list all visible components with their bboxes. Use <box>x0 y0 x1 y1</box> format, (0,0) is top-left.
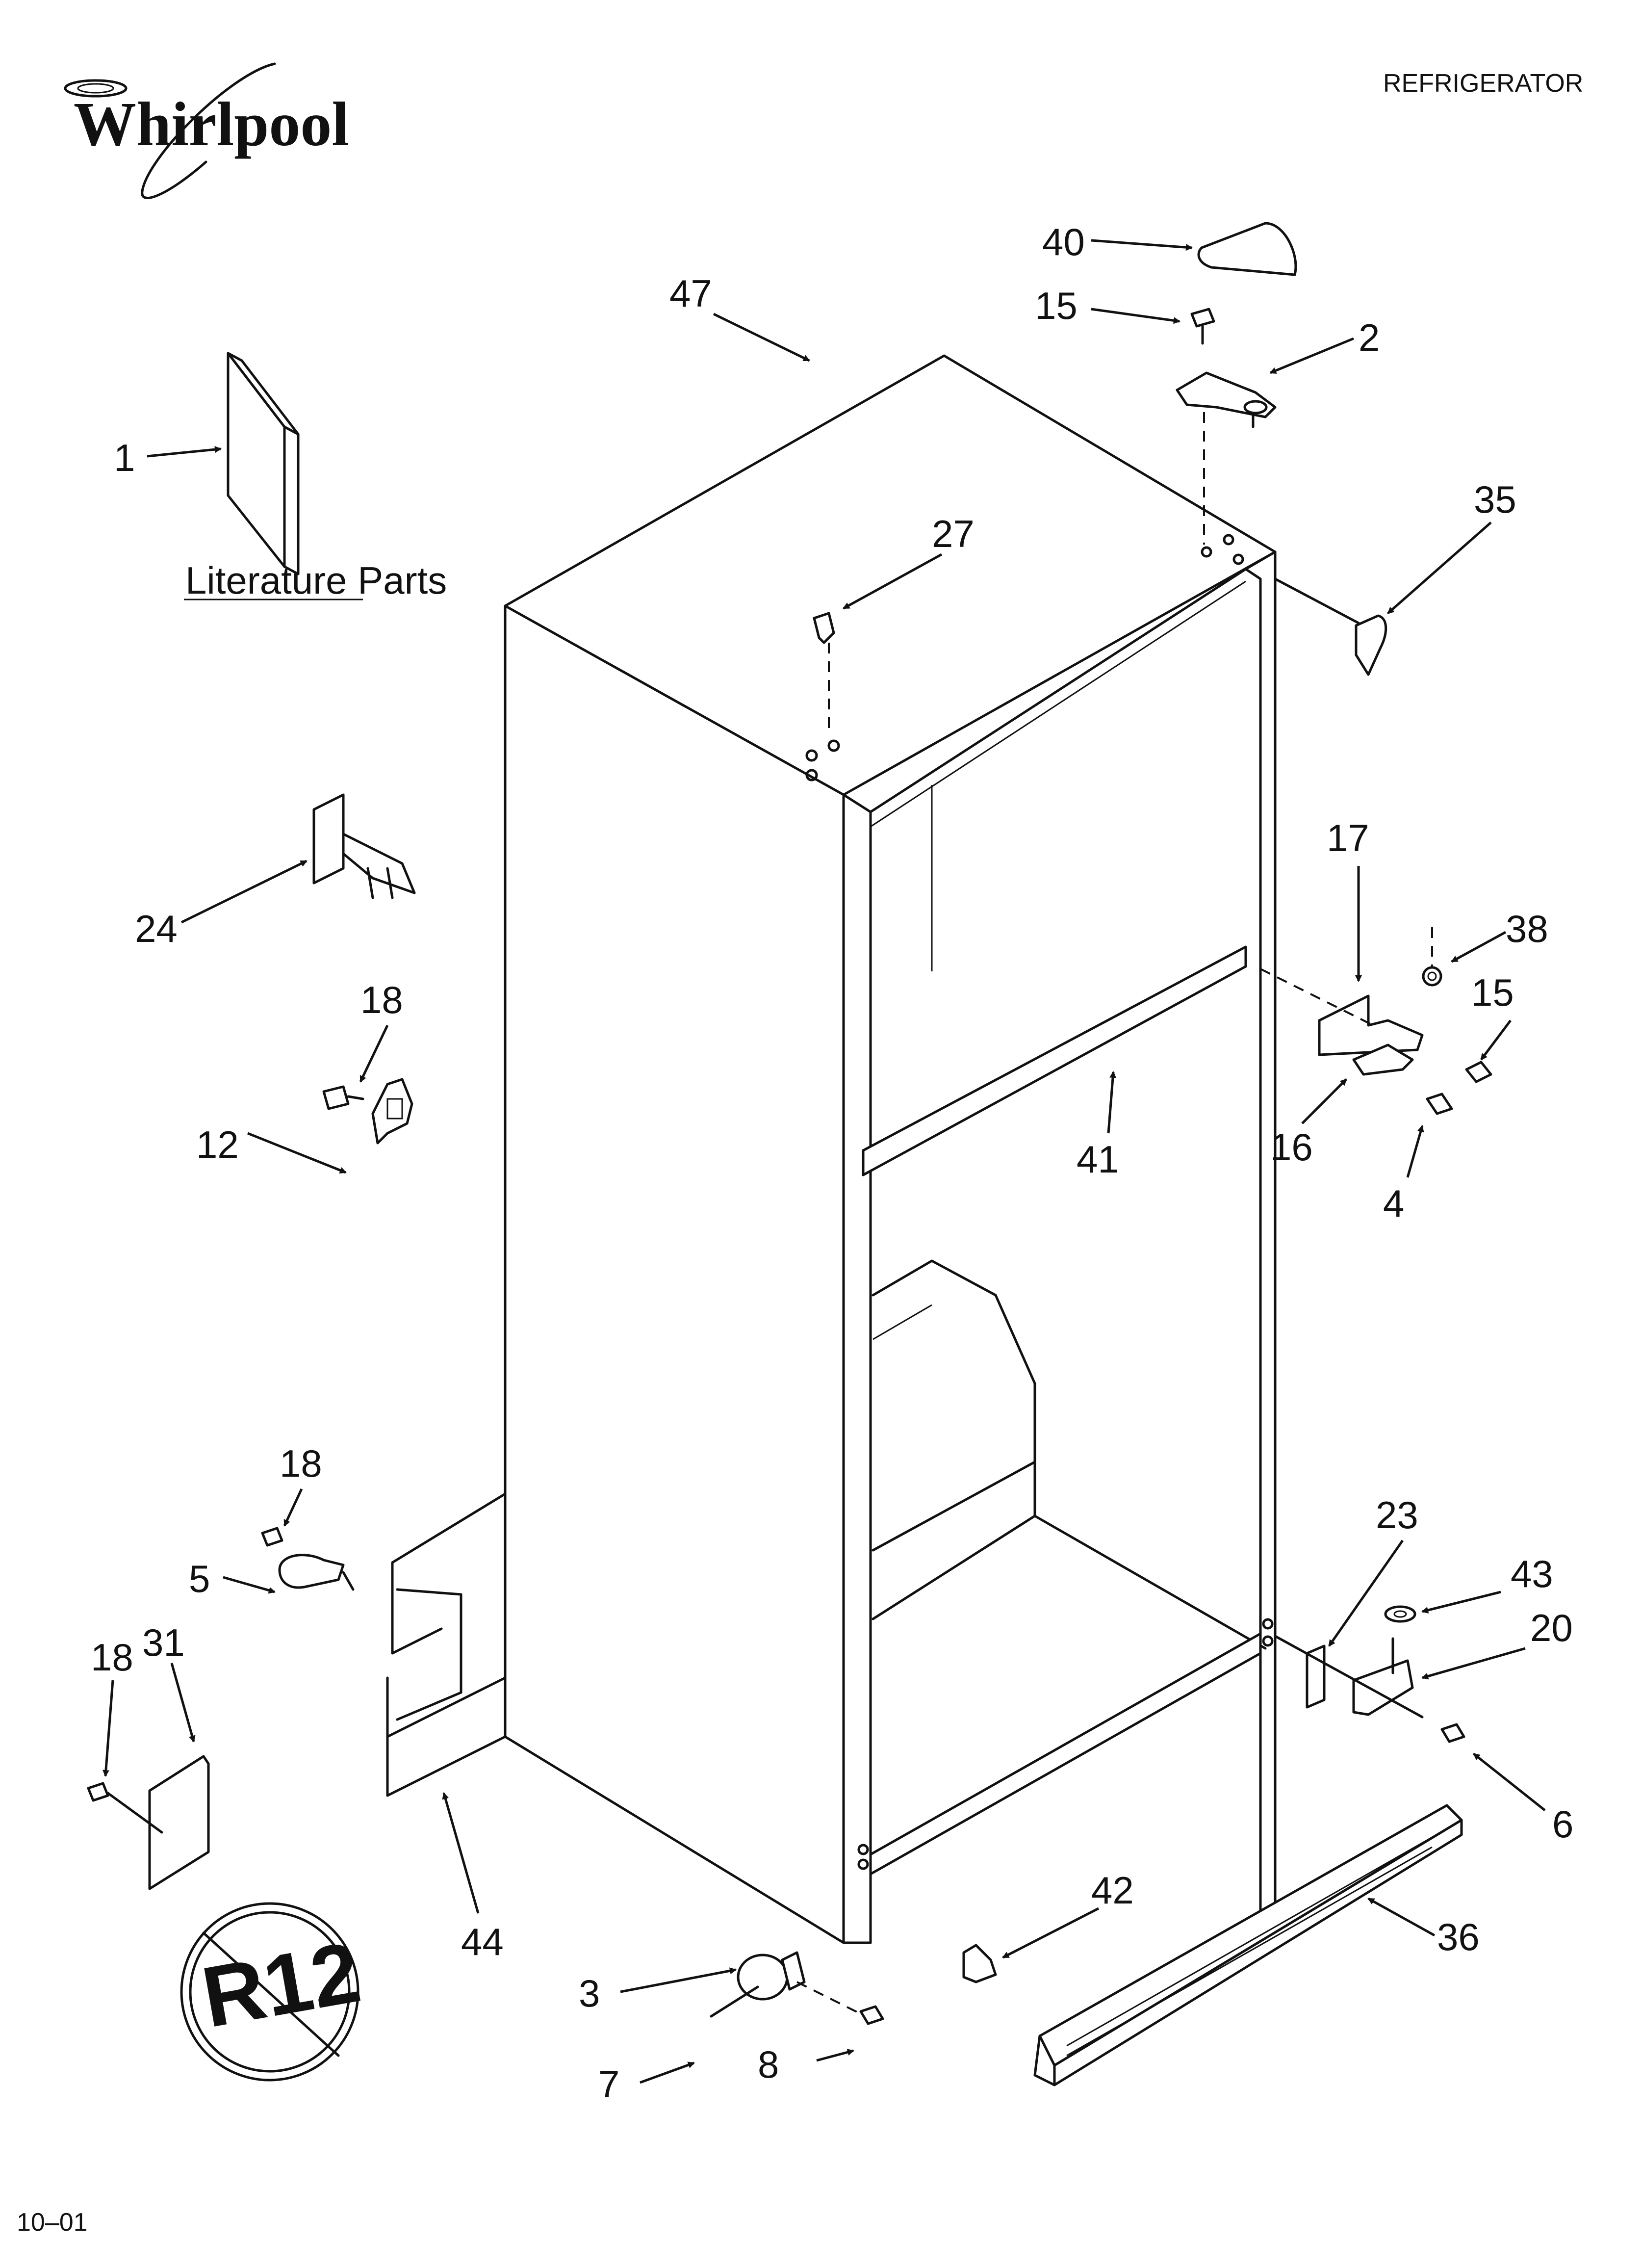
callout-4: 4 <box>1383 1182 1404 1225</box>
callout-2: 2 <box>1359 316 1380 359</box>
part-8-screw <box>859 2005 884 2025</box>
part-4-screw <box>1426 1093 1453 1115</box>
part-6-screw <box>1440 1723 1465 1743</box>
part-15-screw <box>1465 1061 1492 1083</box>
callout-15-top: 15 <box>1035 284 1078 327</box>
part-44-panel <box>386 1492 507 1797</box>
callout-31: 31 <box>142 1621 185 1664</box>
part-12-bracket <box>322 1078 413 1145</box>
part-5-clamp <box>261 1527 355 1591</box>
callout-18-lower: 18 <box>91 1636 133 1679</box>
part-3-roller-assembly <box>710 1951 884 2025</box>
callout-44: 44 <box>461 1920 504 1963</box>
leader-arrows <box>102 239 1546 2084</box>
callout-47: 47 <box>669 272 712 315</box>
callout-41: 41 <box>1077 1138 1119 1181</box>
callout-20: 20 <box>1530 1606 1573 1649</box>
whirlpool-logo: Whirlpool <box>64 62 349 199</box>
callout-3: 3 <box>579 1972 600 2015</box>
callout-42: 42 <box>1091 1869 1134 1912</box>
callout-35: 35 <box>1474 478 1516 521</box>
part-35-hinge-trim <box>1274 577 1387 676</box>
callout-24: 24 <box>135 907 178 950</box>
literature-parts-caption: Literature Parts <box>185 559 447 602</box>
callout-43: 43 <box>1511 1552 1553 1595</box>
callout-7: 7 <box>598 2062 619 2106</box>
callout-27: 27 <box>932 512 975 555</box>
part-16-hinge-plate <box>1352 1043 1414 1076</box>
part-27-plug <box>813 612 835 736</box>
callout-5: 5 <box>189 1557 210 1600</box>
revision-code: 10–01 <box>17 2208 88 2237</box>
section-title: REFRIGERATOR <box>1383 69 1584 98</box>
callout-23: 23 <box>1376 1493 1418 1537</box>
callout-36: 36 <box>1437 1915 1480 1958</box>
callout-18-middle: 18 <box>280 1442 322 1485</box>
literature-parts-booklet: Literature Parts <box>184 352 447 602</box>
callout-38: 38 <box>1506 907 1548 950</box>
part-2-top-hinge <box>1176 371 1277 545</box>
callout-12: 12 <box>196 1123 239 1166</box>
part-40-hinge-cover <box>1197 222 1297 276</box>
callout-40: 40 <box>1042 220 1085 263</box>
part-31-cover <box>87 1755 210 1890</box>
part-43-washer <box>1384 1605 1416 1623</box>
callout-8: 8 <box>758 2043 779 2086</box>
callout-16: 16 <box>1270 1125 1313 1169</box>
callout-18-upper: 18 <box>360 978 403 1021</box>
part-20-bottom-hinge <box>1274 1635 1424 1719</box>
r12-prohibition-badge: R12 <box>180 1902 367 2082</box>
part-17-center-hinge <box>1260 927 1492 1115</box>
center-mullion <box>862 945 1247 1176</box>
part-24-door-stop <box>312 793 416 899</box>
part-15-screw-top <box>1190 308 1215 345</box>
callout-17: 17 <box>1327 816 1369 860</box>
part-18-screw-31 <box>87 1782 109 1802</box>
logo-wordmark: Whirlpool <box>74 89 349 159</box>
callout-15-center: 15 <box>1471 971 1514 1014</box>
part-36-toe-grille <box>1033 1804 1463 2086</box>
refrigerator-cabinet <box>504 354 1277 1944</box>
part-42-clip <box>962 1944 997 1983</box>
callout-6: 6 <box>1552 1802 1573 1846</box>
callout-1: 1 <box>114 436 135 479</box>
